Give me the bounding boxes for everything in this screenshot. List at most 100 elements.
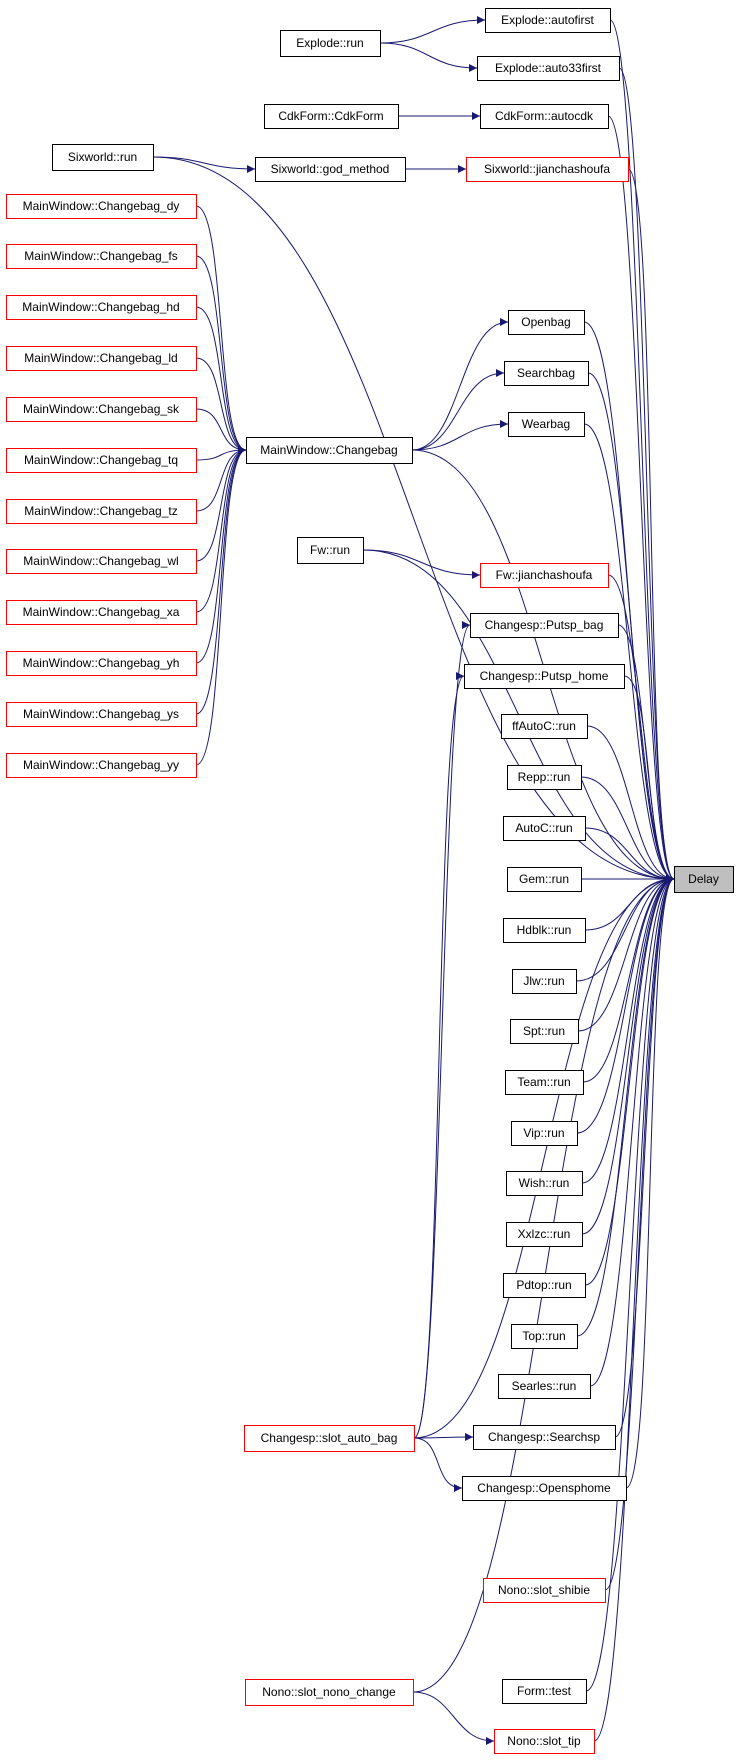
- node-box[interactable]: [485, 8, 611, 33]
- graph-node[interactable]: Searles::run: [498, 1374, 591, 1399]
- graph-node[interactable]: Repp::run: [507, 765, 582, 790]
- node-box[interactable]: [462, 1476, 627, 1501]
- graph-node[interactable]: Nono::slot_nono_change: [245, 1679, 414, 1706]
- node-box[interactable]: [244, 1425, 415, 1452]
- graph-node[interactable]: MainWindow::Changebag_fs: [6, 244, 197, 269]
- node-box[interactable]: [508, 412, 585, 437]
- graph-node[interactable]: MainWindow::Changebag_ld: [6, 346, 197, 371]
- node-box[interactable]: [6, 651, 197, 676]
- node-box[interactable]: [6, 448, 197, 473]
- node-box[interactable]: [511, 1324, 578, 1349]
- graph-node[interactable]: MainWindow::Changebag_hd: [6, 295, 197, 320]
- graph-node[interactable]: MainWindow::Changebag_dy: [6, 194, 197, 219]
- node-box[interactable]: [503, 1273, 586, 1298]
- graph-node[interactable]: MainWindow::Changebag_tq: [6, 448, 197, 473]
- graph-node[interactable]: Pdtop::run: [503, 1273, 586, 1298]
- node-box[interactable]: [6, 397, 197, 422]
- graph-node[interactable]: Wearbag: [508, 412, 585, 437]
- graph-node[interactable]: Explode::autofirst: [485, 8, 611, 33]
- node-box[interactable]: [506, 1171, 583, 1196]
- node-box[interactable]: [470, 613, 619, 638]
- node-box[interactable]: [6, 600, 197, 625]
- node-box[interactable]: [6, 702, 197, 727]
- node-box[interactable]: [264, 104, 399, 129]
- node-box[interactable]: [477, 56, 620, 81]
- graph-node[interactable]: MainWindow::Changebag_yh: [6, 651, 197, 676]
- graph-node[interactable]: Vip::run: [511, 1121, 578, 1146]
- graph-node[interactable]: Gem::run: [507, 867, 582, 892]
- node-box[interactable]: [507, 765, 582, 790]
- graph-node[interactable]: MainWindow::Changebag_yy: [6, 753, 197, 778]
- graph-node[interactable]: Xxlzc::run: [506, 1222, 583, 1247]
- graph-node[interactable]: Spt::run: [510, 1019, 579, 1044]
- node-box[interactable]: [246, 437, 413, 464]
- graph-node[interactable]: Changesp::slot_auto_bag: [244, 1425, 415, 1452]
- node-box[interactable]: [508, 310, 585, 335]
- node-box[interactable]: [510, 1019, 579, 1044]
- node-box[interactable]: [480, 563, 609, 588]
- node-box[interactable]: [6, 753, 197, 778]
- node-box[interactable]: [255, 157, 406, 182]
- node-box[interactable]: [511, 1121, 578, 1146]
- node-box[interactable]: [297, 537, 364, 564]
- node-box[interactable]: [6, 194, 197, 219]
- graph-node[interactable]: AutoC::run: [503, 816, 586, 841]
- graph-node[interactable]: MainWindow::Changebag_ys: [6, 702, 197, 727]
- graph-node[interactable]: Sixworld::jianchashoufa: [466, 157, 629, 182]
- graph-node[interactable]: Openbag: [508, 310, 585, 335]
- graph-node[interactable]: Changesp::Opensphome: [462, 1476, 627, 1501]
- graph-node[interactable]: ffAutoC::run: [501, 714, 588, 739]
- node-box[interactable]: [473, 1425, 616, 1450]
- node-box[interactable]: [483, 1578, 606, 1603]
- node-box[interactable]: [6, 499, 197, 524]
- graph-node[interactable]: CdkForm::autocdk: [480, 104, 609, 129]
- node-box[interactable]: [466, 157, 629, 182]
- node-box[interactable]: [464, 664, 625, 689]
- node-box[interactable]: [503, 918, 586, 943]
- node-box[interactable]: [52, 144, 154, 171]
- node-box[interactable]: [498, 1374, 591, 1399]
- graph-node[interactable]: Explode::run: [280, 30, 381, 57]
- graph-node[interactable]: Form::test: [502, 1679, 587, 1704]
- graph-node[interactable]: Changesp::Searchsp: [473, 1425, 616, 1450]
- node-box[interactable]: [280, 30, 381, 57]
- graph-node[interactable]: Jlw::run: [512, 969, 577, 994]
- node-box[interactable]: [504, 361, 589, 386]
- graph-node[interactable]: Fw::jianchashoufa: [480, 563, 609, 588]
- target-node[interactable]: Delay: [674, 866, 734, 893]
- node-box[interactable]: [6, 295, 197, 320]
- node-box[interactable]: [501, 714, 588, 739]
- node-box[interactable]: [6, 244, 197, 269]
- node-box[interactable]: [674, 866, 734, 893]
- node-box[interactable]: [506, 1222, 583, 1247]
- graph-node[interactable]: Hdblk::run: [503, 918, 586, 943]
- node-box[interactable]: [6, 549, 197, 574]
- graph-node[interactable]: Nono::slot_tip: [494, 1729, 595, 1754]
- graph-node[interactable]: Top::run: [511, 1324, 578, 1349]
- graph-node[interactable]: MainWindow::Changebag_sk: [6, 397, 197, 422]
- node-box[interactable]: [502, 1679, 587, 1704]
- graph-node[interactable]: Team::run: [505, 1070, 584, 1095]
- node-box[interactable]: [494, 1729, 595, 1754]
- node-box[interactable]: [512, 969, 577, 994]
- node-box[interactable]: [507, 867, 582, 892]
- graph-node[interactable]: Wish::run: [506, 1171, 583, 1196]
- graph-node[interactable]: MainWindow::Changebag: [246, 437, 413, 464]
- graph-node[interactable]: MainWindow::Changebag_tz: [6, 499, 197, 524]
- node-box[interactable]: [245, 1679, 414, 1706]
- graph-node[interactable]: Fw::run: [297, 537, 364, 564]
- node-box[interactable]: [480, 104, 609, 129]
- graph-node[interactable]: Changesp::Putsp_home: [464, 664, 625, 689]
- node-box[interactable]: [6, 346, 197, 371]
- node-box[interactable]: [503, 816, 586, 841]
- graph-node[interactable]: Explode::auto33first: [477, 56, 620, 81]
- graph-node[interactable]: Sixworld::god_method: [255, 157, 406, 182]
- graph-node[interactable]: Sixworld::run: [52, 144, 154, 171]
- graph-node[interactable]: Changesp::Putsp_bag: [470, 613, 619, 638]
- graph-node[interactable]: MainWindow::Changebag_wl: [6, 549, 197, 574]
- graph-node[interactable]: MainWindow::Changebag_xa: [6, 600, 197, 625]
- graph-node[interactable]: Nono::slot_shibie: [483, 1578, 606, 1603]
- graph-node[interactable]: CdkForm::CdkForm: [264, 104, 399, 129]
- node-box[interactable]: [505, 1070, 584, 1095]
- graph-node[interactable]: Searchbag: [504, 361, 589, 386]
